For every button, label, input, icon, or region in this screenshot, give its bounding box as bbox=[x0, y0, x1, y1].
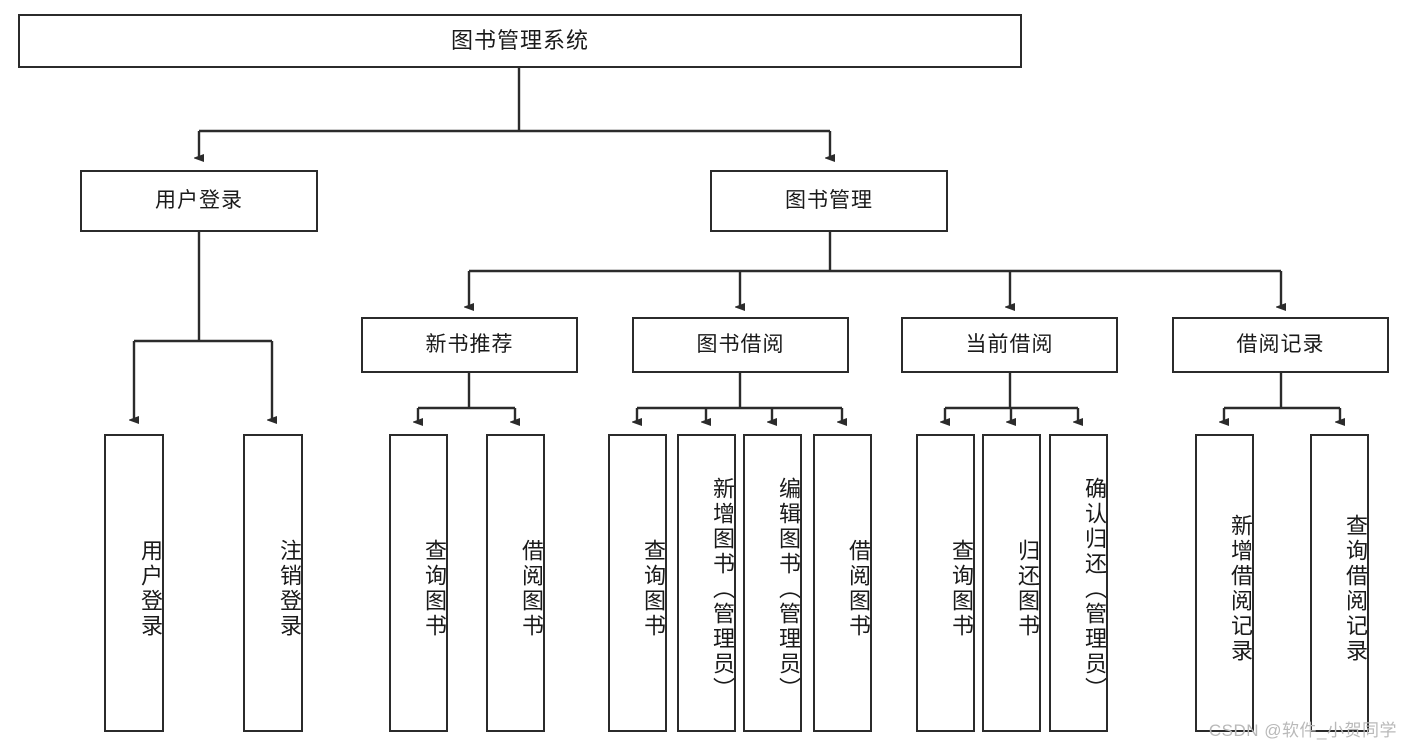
node-label: 图书管理 bbox=[785, 189, 873, 213]
node-label: 注销登录 bbox=[277, 539, 302, 639]
leaf-add-borrow-record[interactable]: 新增借阅记录 bbox=[1195, 434, 1254, 732]
node-new-book-recommend[interactable]: 新书推荐 bbox=[361, 317, 578, 373]
node-root-library-system[interactable]: 图书管理系统 bbox=[18, 14, 1022, 68]
node-label: 用户登录 bbox=[138, 539, 163, 639]
leaf-query-borrow-record[interactable]: 查询借阅记录 bbox=[1310, 434, 1369, 732]
node-label: 新增图书（管理员） bbox=[710, 476, 735, 702]
leaf-user-logout[interactable]: 注销登录 bbox=[243, 434, 303, 732]
node-label: 查询借阅记录 bbox=[1343, 514, 1368, 664]
node-label: 确认归还（管理员） bbox=[1082, 476, 1107, 702]
node-book-borrow[interactable]: 图书借阅 bbox=[632, 317, 849, 373]
leaf-user-login[interactable]: 用户登录 bbox=[104, 434, 164, 732]
node-label: 借阅图书 bbox=[519, 539, 544, 639]
node-label: 编辑图书（管理员） bbox=[776, 476, 801, 702]
node-label: 查询图书 bbox=[949, 539, 974, 639]
leaf-return-book[interactable]: 归还图书 bbox=[982, 434, 1041, 732]
leaf-borrow-book[interactable]: 借阅图书 bbox=[813, 434, 872, 732]
node-label: 图书借阅 bbox=[696, 333, 785, 357]
leaf-add-book-admin[interactable]: 新增图书（管理员） bbox=[677, 434, 736, 732]
leaf-edit-book-admin[interactable]: 编辑图书（管理员） bbox=[743, 434, 802, 732]
node-label: 查询图书 bbox=[641, 539, 666, 639]
node-current-borrow[interactable]: 当前借阅 bbox=[901, 317, 1118, 373]
node-user-login[interactable]: 用户登录 bbox=[80, 170, 318, 232]
leaf-query-book-borrow[interactable]: 查询图书 bbox=[608, 434, 667, 732]
leaf-query-book-current[interactable]: 查询图书 bbox=[916, 434, 975, 732]
node-label: 图书管理系统 bbox=[450, 27, 589, 53]
node-borrow-record[interactable]: 借阅记录 bbox=[1172, 317, 1389, 373]
node-label: 当前借阅 bbox=[965, 333, 1054, 357]
node-label: 归还图书 bbox=[1015, 539, 1040, 639]
node-book-management[interactable]: 图书管理 bbox=[710, 170, 948, 232]
leaf-borrow-book-new[interactable]: 借阅图书 bbox=[486, 434, 545, 732]
node-label: 新增借阅记录 bbox=[1228, 514, 1253, 664]
node-label: 新书推荐 bbox=[425, 333, 514, 357]
node-label: 查询图书 bbox=[422, 539, 447, 639]
watermark: CSDN @软件_小贺同学 bbox=[1208, 721, 1397, 740]
leaf-confirm-return-admin[interactable]: 确认归还（管理员） bbox=[1049, 434, 1108, 732]
node-label: 借阅记录 bbox=[1236, 333, 1325, 357]
node-label: 借阅图书 bbox=[846, 539, 871, 639]
node-label: 用户登录 bbox=[155, 189, 243, 213]
leaf-query-book-new[interactable]: 查询图书 bbox=[389, 434, 448, 732]
